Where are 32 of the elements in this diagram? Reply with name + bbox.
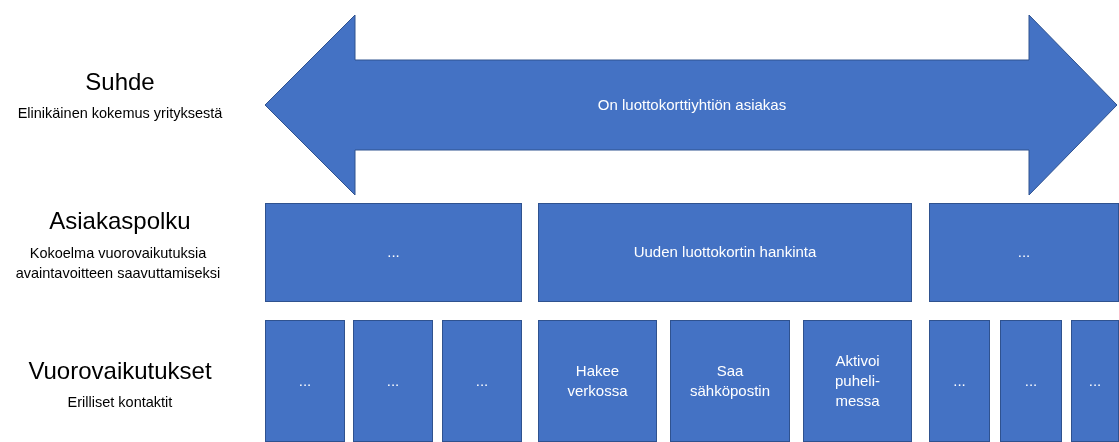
box-label: ...	[385, 370, 401, 391]
double-arrow	[265, 15, 1119, 195]
row-heading: Asiakaspolku	[48, 207, 192, 235]
box-label: On luottokorttiyhtiön asiakas	[596, 94, 788, 115]
row-description: Elinikäinen kokemus yrityksestä	[16, 104, 224, 123]
row-heading: Suhde	[84, 68, 156, 96]
process-box	[538, 203, 912, 302]
process-box	[1071, 320, 1119, 442]
box-label: ...	[1016, 242, 1032, 263]
process-box	[265, 203, 522, 302]
process-box	[670, 320, 790, 442]
box-label: ...	[297, 370, 313, 391]
box-label: Saa sähköpostin	[688, 360, 772, 401]
box-label: Aktivoi puheli-messa	[834, 350, 881, 412]
row-description: Kokoelma vuorovaikutuksia avaintavoitteen saavuttamiseksi	[14, 244, 222, 284]
process-box	[1000, 320, 1062, 442]
process-box	[265, 320, 345, 442]
box-label: Hakee verkossa	[566, 360, 629, 401]
process-box	[442, 320, 522, 442]
box-label: Uuden luottokortin hankinta	[632, 242, 818, 263]
box-label: ...	[952, 370, 967, 391]
process-box	[929, 203, 1119, 302]
box-label: ...	[1087, 370, 1103, 391]
row-description: Erilliset kontaktit	[66, 393, 174, 412]
process-box	[538, 320, 657, 442]
process-box	[353, 320, 433, 442]
process-box	[803, 320, 912, 442]
process-box	[929, 320, 990, 442]
row-heading: Vuorovaikutukset	[27, 357, 213, 385]
box-label: ...	[1023, 370, 1039, 391]
box-label: ...	[386, 242, 401, 263]
box-label: ...	[474, 370, 490, 391]
